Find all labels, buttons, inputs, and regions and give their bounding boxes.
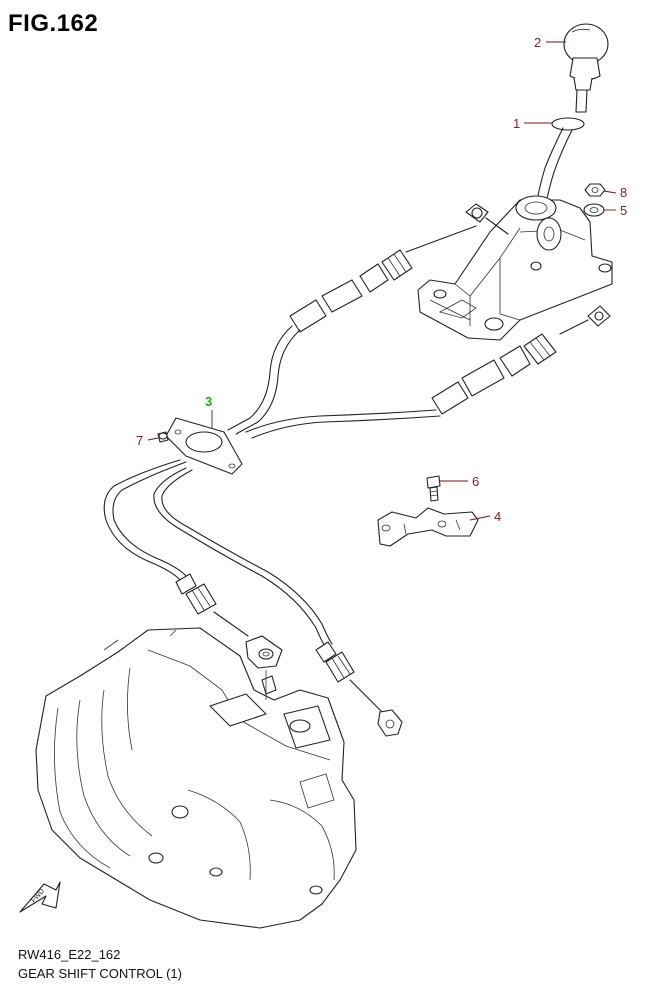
callout-1: 1 [513, 116, 520, 131]
lever-housing [417, 195, 613, 341]
section-title: GEAR SHIFT CONTROL (1) [18, 966, 182, 981]
shift-cable-runs [227, 325, 441, 439]
upper-cable-end-right [431, 305, 611, 415]
lower-cable-end-right [315, 641, 403, 737]
callout-8: 8 [620, 185, 627, 200]
lower-cable-end-left [175, 573, 283, 669]
upper-cable-end-left [289, 203, 509, 333]
cable-grommet-plate [165, 417, 243, 475]
washer [583, 203, 605, 217]
callout-3: 3 [205, 394, 212, 409]
shift-lever [535, 89, 588, 209]
callout-2: 2 [534, 35, 541, 50]
cable-bracket [377, 507, 479, 547]
model-code: RW416_E22_162 [18, 947, 121, 962]
fwd-direction-marker [19, 881, 61, 913]
grommet-screw [157, 431, 169, 443]
transmission-housing [35, 627, 357, 929]
bracket-bolt [426, 475, 441, 502]
callout-6: 6 [472, 474, 479, 489]
callout-4: 4 [494, 509, 501, 524]
callout-7: 7 [136, 433, 143, 448]
shift-knob [563, 23, 609, 91]
callout-5: 5 [620, 203, 627, 218]
callout-numbers: 1 2 3 4 5 6 7 8 [136, 35, 627, 524]
lower-cables [103, 459, 333, 649]
figure-label: FIG.162 [8, 10, 99, 37]
callout-leaders [147, 41, 617, 521]
lever-nut [584, 183, 606, 197]
